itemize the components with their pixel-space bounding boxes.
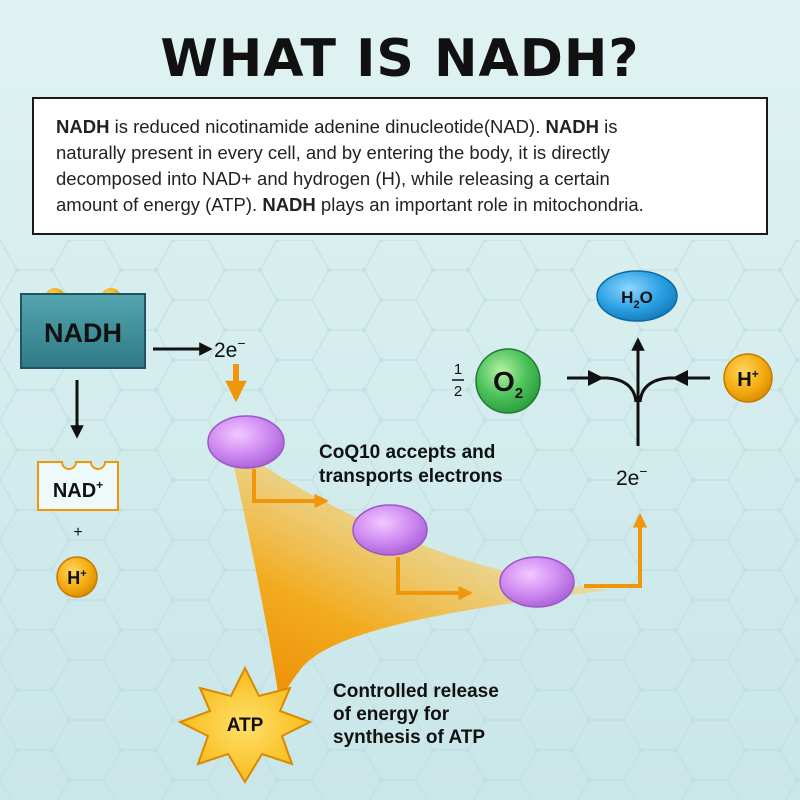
coq10-ellipse-2 bbox=[352, 504, 428, 556]
intro-line-4: amount of energy (ATP). NADH plays an im… bbox=[56, 194, 644, 215]
hydrogen-ion-icon bbox=[56, 556, 98, 598]
nad-plus-box bbox=[37, 461, 119, 511]
water-molecule: H2O bbox=[596, 270, 678, 322]
arrow-oxygen-in bbox=[567, 376, 638, 403]
coq10-ellipse-1 bbox=[207, 415, 285, 469]
coq10-label-line-2: transports electrons bbox=[319, 466, 503, 487]
coq10-ellipse-3 bbox=[499, 556, 575, 608]
hydrogen-ion-left-label: H+ bbox=[67, 568, 86, 588]
release-label-line-1: Controlled release bbox=[333, 681, 499, 702]
oxygen-label: O2 bbox=[493, 366, 523, 402]
coq10-label-line-1: CoQ10 accepts and bbox=[319, 442, 495, 463]
oxygen-molecule: 1 2 O2 bbox=[452, 348, 541, 414]
arrow-coq10-2-to-3 bbox=[396, 557, 473, 601]
fraction-denominator: 2 bbox=[454, 383, 462, 400]
hydrogen-ion-right-label: H+ bbox=[737, 367, 758, 391]
arrow-coq10-3-to-electrons bbox=[584, 513, 648, 588]
intro-line-3: decomposed into NAD+ and hydrogen (H), w… bbox=[56, 168, 610, 189]
atp-starburst-icon bbox=[177, 665, 313, 784]
arrow-oxygen-head bbox=[588, 370, 604, 386]
release-label-line-3: synthesis of ATP bbox=[333, 727, 485, 748]
nadh-box bbox=[20, 293, 146, 369]
electrons-out-label: 2e− bbox=[616, 463, 648, 490]
arrow-hydrogen-in bbox=[638, 376, 710, 403]
intro-box bbox=[32, 97, 768, 235]
arrow-hydrogen-head bbox=[672, 370, 688, 386]
nad-plus-molecule: NAD+ bbox=[37, 461, 119, 511]
atp-label: ATP bbox=[227, 715, 264, 736]
nadh-label: NADH bbox=[44, 318, 122, 348]
fraction-numerator: 1 bbox=[454, 361, 462, 378]
hydrogen-ion-right: H+ bbox=[723, 353, 773, 403]
intro-line-1: NADH is reduced nicotinamide adenine din… bbox=[56, 116, 617, 137]
hydrogen-ion-icon bbox=[723, 353, 773, 403]
water-label: H2O bbox=[621, 288, 653, 311]
electrons-in-label: 2e− bbox=[214, 335, 246, 362]
nadh-molecule: NADH bbox=[20, 288, 146, 369]
water-ellipse bbox=[596, 270, 678, 322]
arrow-coq10-1-to-2 bbox=[252, 469, 329, 509]
oxygen-circle bbox=[475, 348, 541, 414]
atp-burst: ATP bbox=[177, 665, 313, 784]
release-label-line-2: of energy for bbox=[333, 704, 450, 725]
nad-plus-label: NAD+ bbox=[53, 478, 103, 502]
page-title: WHAT IS NADH? bbox=[160, 29, 639, 89]
plus-sign: + bbox=[73, 524, 82, 541]
intro-line-2: naturally present in every cell, and by … bbox=[56, 142, 611, 163]
hydrogen-ion-left: H+ bbox=[56, 556, 98, 598]
